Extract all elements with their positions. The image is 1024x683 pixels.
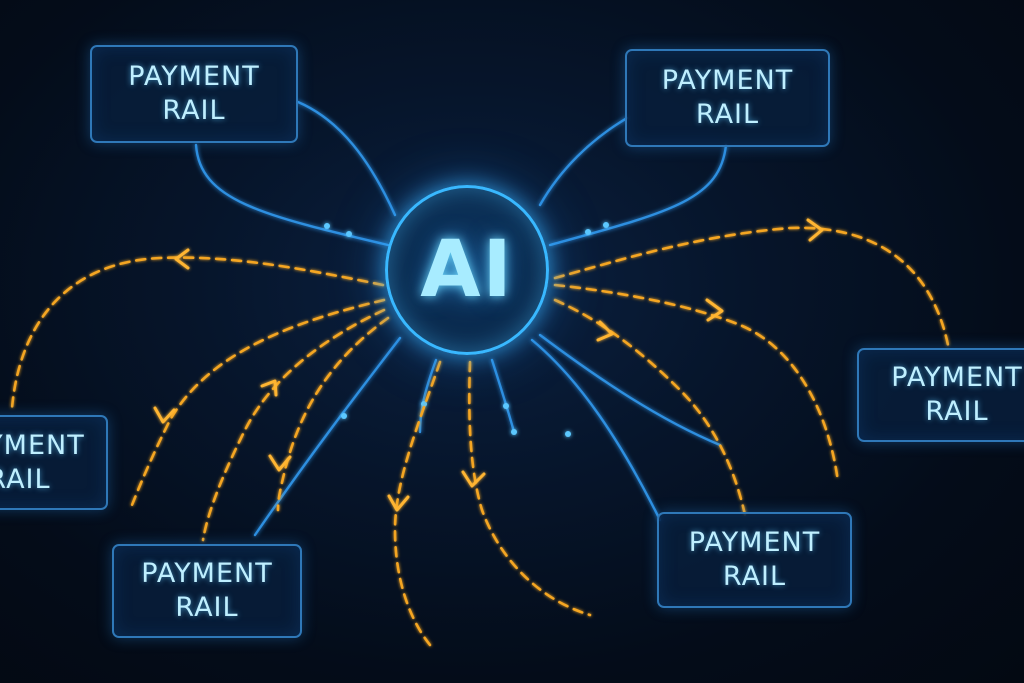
flow-arrowhead [705,298,724,322]
rail-label-line: RAIL [162,95,226,126]
rail-label-line: RAIL [175,592,239,623]
link-node [346,231,352,237]
link-node [511,429,517,435]
flow-arrowhead [174,248,190,270]
payment-rail-node: PAYMENT RAIL [625,49,830,147]
payment-rail-node: PAYMENT RAIL [857,348,1024,442]
flow-path [201,308,386,542]
link-node [603,222,609,228]
link-node [503,403,509,409]
rail-label-line: PAYMENT [688,527,821,558]
blue-link [296,100,397,217]
flow-arrowhead [268,454,292,472]
payment-rail-node: PAYMENT RAIL [112,544,302,638]
flow-path [10,256,385,410]
flow-arrowhead [153,406,176,424]
blue-link [194,143,390,247]
blue-link [253,336,402,537]
flow-arrowhead [387,494,410,512]
flow-path [393,360,442,647]
blue-link [530,338,662,522]
flow-path [553,283,840,484]
ai-hub-label: AI [420,225,514,315]
rail-label-line: PAYMENT [661,65,794,96]
blue-link [418,358,438,434]
payment-rail-node: PAYMENT RAIL [657,512,852,608]
link-node [324,223,330,229]
link-node [421,401,427,407]
rail-label-line: PAYMENT [128,61,260,92]
blue-link [538,333,722,447]
ai-hub: AI [385,185,549,355]
payment-rail-node: PAYMENT RAIL [0,415,108,510]
payment-rail-node: PAYMENT RAIL [90,45,298,143]
rail-label-line: RAIL [925,396,989,427]
flow-path [276,316,390,512]
flow-arrowhead [806,218,824,242]
flow-path [130,298,386,507]
blue-link [490,358,516,434]
flow-arrowhead [461,470,486,488]
link-node [585,229,591,235]
rail-label-line: RAIL [0,463,51,495]
link-node [341,413,347,419]
flow-arrowhead [596,320,614,342]
blue-link [548,143,728,247]
rail-label-line: RAIL [695,99,760,130]
flow-path [553,226,950,347]
rail-label-line: PAYMENT [891,362,1023,393]
rail-label-line: PAYMENT [141,558,273,589]
rail-label-line: RAIL [722,561,787,592]
flow-path [553,298,747,517]
flow-arrowhead [260,379,278,397]
flow-path [468,360,592,617]
rail-label-line: PAYMENT [0,429,85,461]
blue-link [538,116,629,207]
link-node [565,431,571,437]
